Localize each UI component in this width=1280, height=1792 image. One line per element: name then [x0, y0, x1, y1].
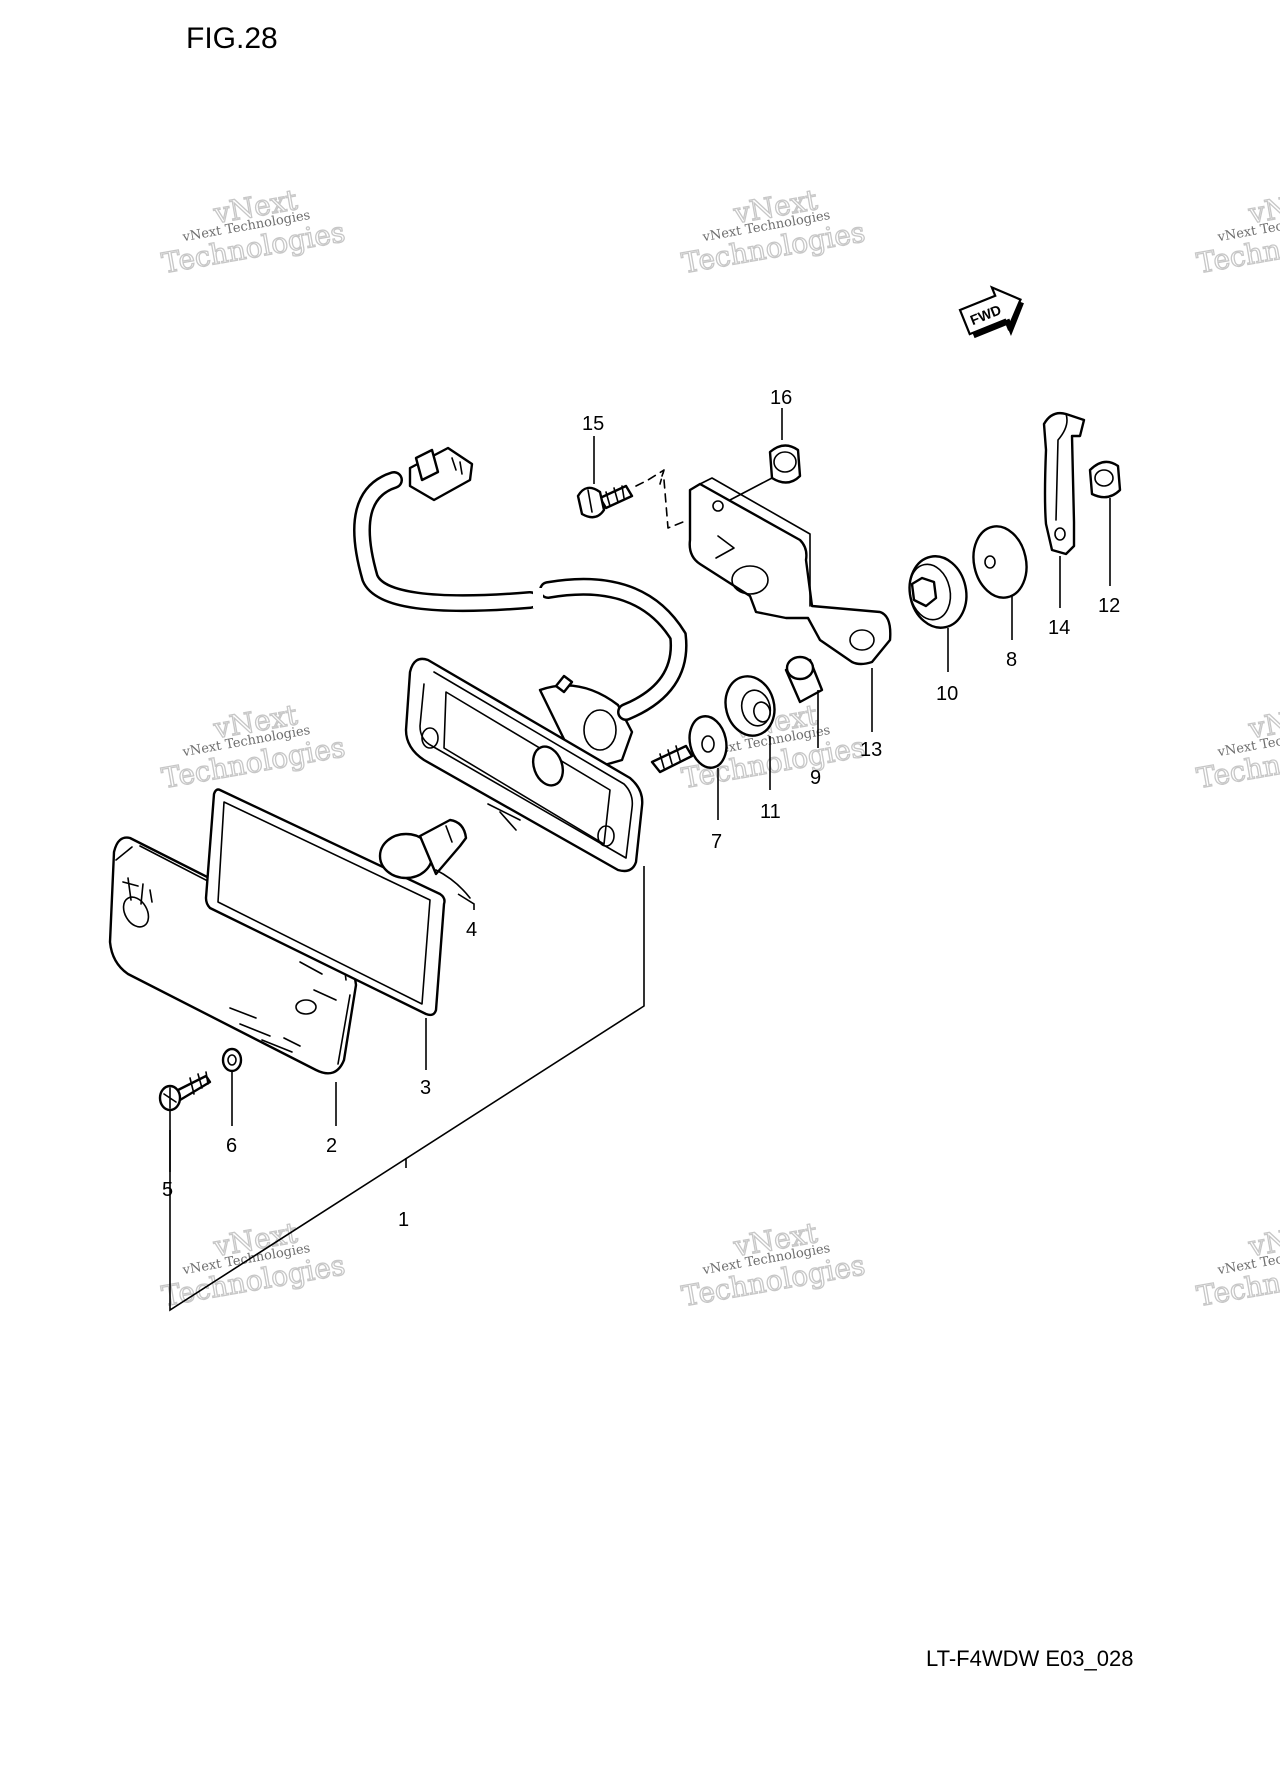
callout-16: 16: [770, 387, 792, 409]
watermark-text: vNext: [1245, 698, 1280, 745]
callout-labels: 1 2 3 4 5 6 7 8 9 10 11 12 13 14 15 16: [162, 387, 1120, 1231]
watermark-stamp: vNext Technologies vNext Technologies: [679, 1215, 869, 1313]
watermark-stamp: vNext Technologies vNext Technologies: [679, 182, 869, 280]
watermark-stamp: vNext Technologies vNext Technologies: [159, 1215, 349, 1313]
watermark-stamp: vNext Technologies vNext Technologies: [159, 697, 349, 795]
part-gasket: [204, 788, 446, 1017]
callout-8: 8: [1006, 649, 1017, 671]
part-wire-harness: [353, 446, 688, 721]
callout-1: 1: [398, 1209, 409, 1231]
watermark-text: vNext: [1245, 1216, 1280, 1263]
watermark-stamp: vNext Technologies vNext Technologies: [1194, 697, 1280, 795]
watermark-stamp: vNext Technologies vNext Technologies: [1194, 182, 1280, 280]
part-washer-8: [972, 525, 1028, 599]
leader-1: [169, 866, 645, 1312]
diagram-code: LT-F4WDW E03_028: [926, 1646, 1134, 1671]
part-bulb: [378, 818, 471, 899]
leader-4: [457, 893, 475, 910]
part-washer-7: [688, 715, 728, 769]
part-screw-5: [158, 1071, 212, 1112]
callout-5: 5: [162, 1179, 173, 1201]
callout-12: 12: [1098, 595, 1120, 617]
part-bolt-15: [576, 469, 689, 529]
callout-2: 2: [326, 1135, 337, 1157]
part-washer-6: [221, 1047, 243, 1073]
figure-title: FIG.28: [186, 22, 278, 55]
part-plate-14: [1042, 411, 1086, 556]
part-nut-16: [729, 444, 802, 501]
watermark-text: vNext: [1245, 183, 1280, 230]
part-bracket-13: [688, 477, 892, 666]
callout-4: 4: [466, 919, 477, 941]
part-nut-12: [1088, 460, 1122, 499]
callout-13: 13: [860, 739, 882, 761]
callout-9: 9: [810, 767, 821, 789]
part-lamp-housing: [404, 657, 694, 873]
callout-14: 14: [1048, 617, 1070, 639]
watermark-stamp: vNext Technologies vNext Technologies: [159, 182, 349, 280]
callout-11: 11: [760, 801, 781, 823]
part-grommet-10: [908, 555, 968, 629]
callout-15: 15: [582, 413, 604, 435]
leader-lines: [169, 408, 1111, 1312]
part-collar-9: [784, 655, 824, 704]
callout-10: 10: [936, 683, 958, 705]
callout-3: 3: [420, 1077, 431, 1099]
callout-7: 7: [711, 831, 722, 853]
callout-6: 6: [226, 1135, 237, 1157]
watermark-stamp: vNext Technologies vNext Technologies: [1194, 1215, 1280, 1313]
part-grommet-11: [724, 675, 776, 737]
fwd-arrow-icon: FWD: [958, 285, 1024, 339]
